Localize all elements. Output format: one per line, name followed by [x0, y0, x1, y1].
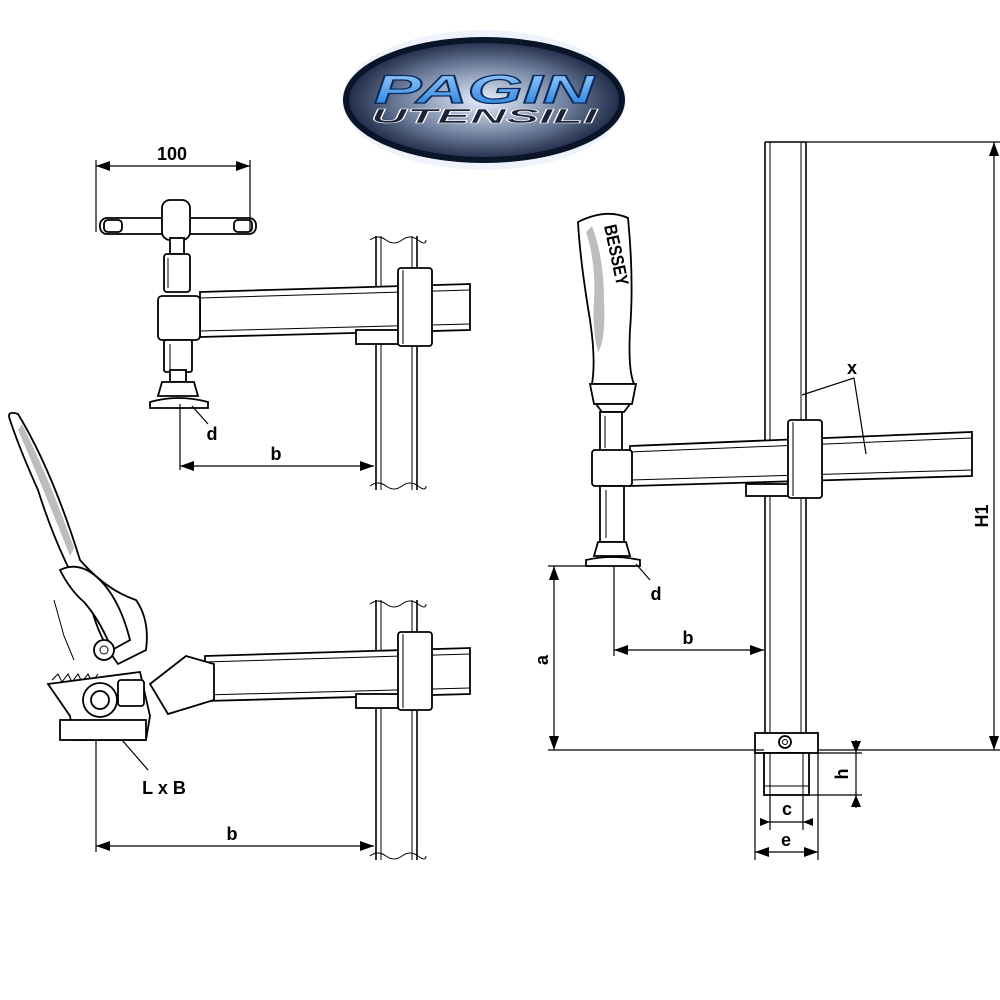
dim-d-top: d [207, 424, 218, 444]
rail-base [754, 732, 819, 796]
dim-h1: H1 [806, 141, 1000, 751]
bessey-clamp: BESSEY x H1 [532, 141, 1000, 860]
dim-e-label: e [781, 830, 791, 850]
dim-a-label: a [532, 654, 552, 665]
slider-block-right [787, 419, 823, 499]
spindle-right [585, 411, 641, 567]
dim-h1-label: H1 [972, 504, 992, 527]
dim-a: a [532, 565, 764, 751]
t-handle [99, 199, 257, 293]
slider-block-bottom [397, 631, 433, 711]
lever-handle [8, 411, 148, 683]
dim-b-top-label: b [271, 444, 282, 464]
dim-e: e [754, 753, 819, 860]
spindle-top [149, 295, 209, 409]
lever-clamp: L x B b [8, 411, 471, 860]
dim-c-label: c [782, 799, 792, 819]
dim-x-label: x [847, 358, 857, 378]
dim-lxb: L x B [142, 778, 186, 798]
dim-b-top: b [179, 404, 374, 471]
dim-b-right: b [613, 566, 764, 656]
dim-d-right: d [651, 584, 662, 604]
dim-h: h [809, 740, 862, 808]
pagin-logo: PAGIN UTENSILI [342, 30, 626, 170]
dim-b-bottom-label: b [227, 824, 238, 844]
dim-b-bottom: b [95, 740, 374, 852]
dim-h-label: h [832, 769, 852, 780]
t-handle-clamp: 100 d b [95, 144, 471, 490]
dim-100: 100 [95, 144, 251, 232]
slider-block-top [397, 267, 433, 347]
logo-line2: UTENSILI [371, 106, 598, 128]
dim-b-right-label: b [683, 628, 694, 648]
lever-base [46, 671, 151, 741]
dim-x: x [801, 358, 867, 455]
dim-100-label: 100 [157, 144, 187, 164]
logo-line1: PAGIN [374, 68, 596, 112]
bessey-handle: BESSEY [577, 212, 638, 413]
dim-c: c [760, 795, 813, 830]
